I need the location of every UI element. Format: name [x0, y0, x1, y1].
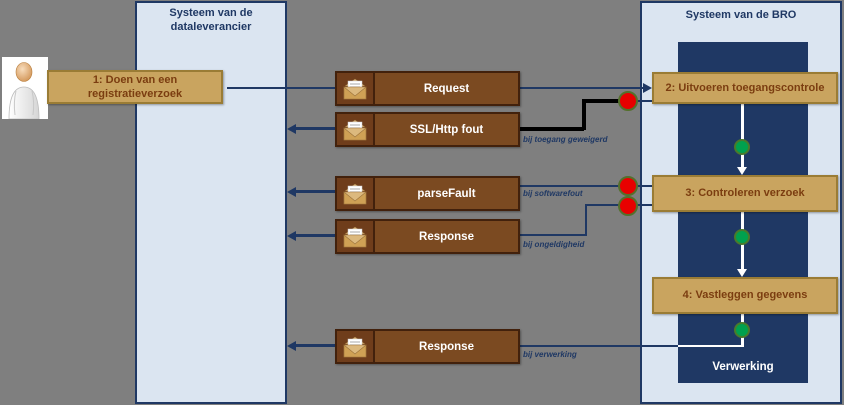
flow-line-errordot-step2	[636, 100, 652, 102]
envelope-icon	[337, 178, 375, 209]
message-box-ssl-http-fout: SSL/Http fout	[335, 112, 520, 147]
message-label: Response	[419, 230, 474, 243]
denied-path-vertical	[582, 99, 586, 130]
step-2-label: 2: Uitvoeren toegangscontrole	[665, 81, 825, 94]
flow-line-step2-step3	[741, 104, 744, 168]
condition-label-verwerking: bij verwerking	[523, 350, 577, 359]
envelope-icon	[337, 114, 375, 145]
error-dot-toegangscontrole	[618, 91, 638, 111]
success-dot-controle	[734, 229, 750, 245]
denied-path-top	[584, 99, 626, 103]
actor-dataleverancier	[2, 57, 48, 119]
envelope-icon	[337, 221, 375, 252]
condition-label-softwarefout: bij softwarefout	[523, 189, 583, 198]
success-dot-vastleggen	[734, 322, 750, 338]
denied-path-bottom	[520, 127, 584, 131]
lane-title-dataleverancier: Systeem van de dataleverancier	[169, 7, 253, 33]
flow-line-step1-request	[227, 87, 335, 89]
message-label: parseFault	[417, 187, 476, 200]
arrowhead-into-step2	[643, 83, 652, 93]
flow-line-verwerking-white	[678, 345, 743, 347]
step-box-2: 2: Uitvoeren toegangscontrole	[652, 72, 838, 104]
error-dot-parsefault	[618, 176, 638, 196]
arrowhead-step3	[737, 167, 747, 175]
step-4-label: 4: Vastleggen gegevens	[682, 289, 808, 302]
arrow-line-response-afgekeurd	[294, 234, 335, 237]
step-box-1: 1: Doen van een registratieverzoek	[47, 70, 223, 104]
flow-line-step3-parsefault	[520, 185, 652, 187]
message-box-request: Request	[335, 71, 520, 106]
step-3-label: 3: Controleren verzoek	[685, 187, 805, 200]
flow-line-verwerking-navy	[520, 345, 678, 347]
success-dot-toegang	[734, 139, 750, 155]
lane-title-bro: Systeem van de BRO	[685, 9, 797, 21]
flow-line-request-step2	[520, 87, 646, 89]
step-box-3: 3: Controleren verzoek	[652, 175, 838, 212]
processing-area-label: Verwerking	[712, 361, 774, 373]
step-box-4: 4: Vastleggen gegevens	[652, 277, 838, 314]
message-box-response-afgekeurd: Response	[335, 219, 520, 254]
arrowhead-step4	[737, 269, 747, 277]
condition-label-toegang-geweigerd: bij toegang geweigerd	[523, 135, 608, 144]
arrowhead-response-afgekeurd	[287, 231, 296, 241]
person-icon	[8, 62, 40, 119]
lane-dataleverancier	[135, 1, 287, 404]
arrow-line-response-verwerkt	[294, 344, 335, 347]
error-dot-afkeuring	[618, 196, 638, 216]
arrowhead-response-verwerkt	[287, 341, 296, 351]
flow-line-step3-response-vertical	[585, 204, 587, 236]
message-box-parsefault: parseFault	[335, 176, 520, 211]
flow-line-step3-response-bottom	[520, 234, 587, 236]
arrowhead-ssl-fout	[287, 124, 296, 134]
condition-label-ongeldigheid: bij ongeldigheid	[523, 240, 585, 249]
envelope-icon	[337, 331, 375, 362]
message-label: SSL/Http fout	[409, 123, 484, 136]
message-box-response-verwerkt: Response	[335, 329, 520, 364]
arrowhead-parsefault	[287, 187, 296, 197]
arrow-line-parsefault	[294, 190, 335, 193]
envelope-icon	[337, 73, 375, 104]
message-label: Request	[423, 82, 470, 95]
step-1-label: 1: Doen van een registratieverzoek	[87, 73, 183, 100]
message-label: Response	[419, 340, 474, 353]
arrow-line-ssl-fout	[294, 127, 335, 130]
